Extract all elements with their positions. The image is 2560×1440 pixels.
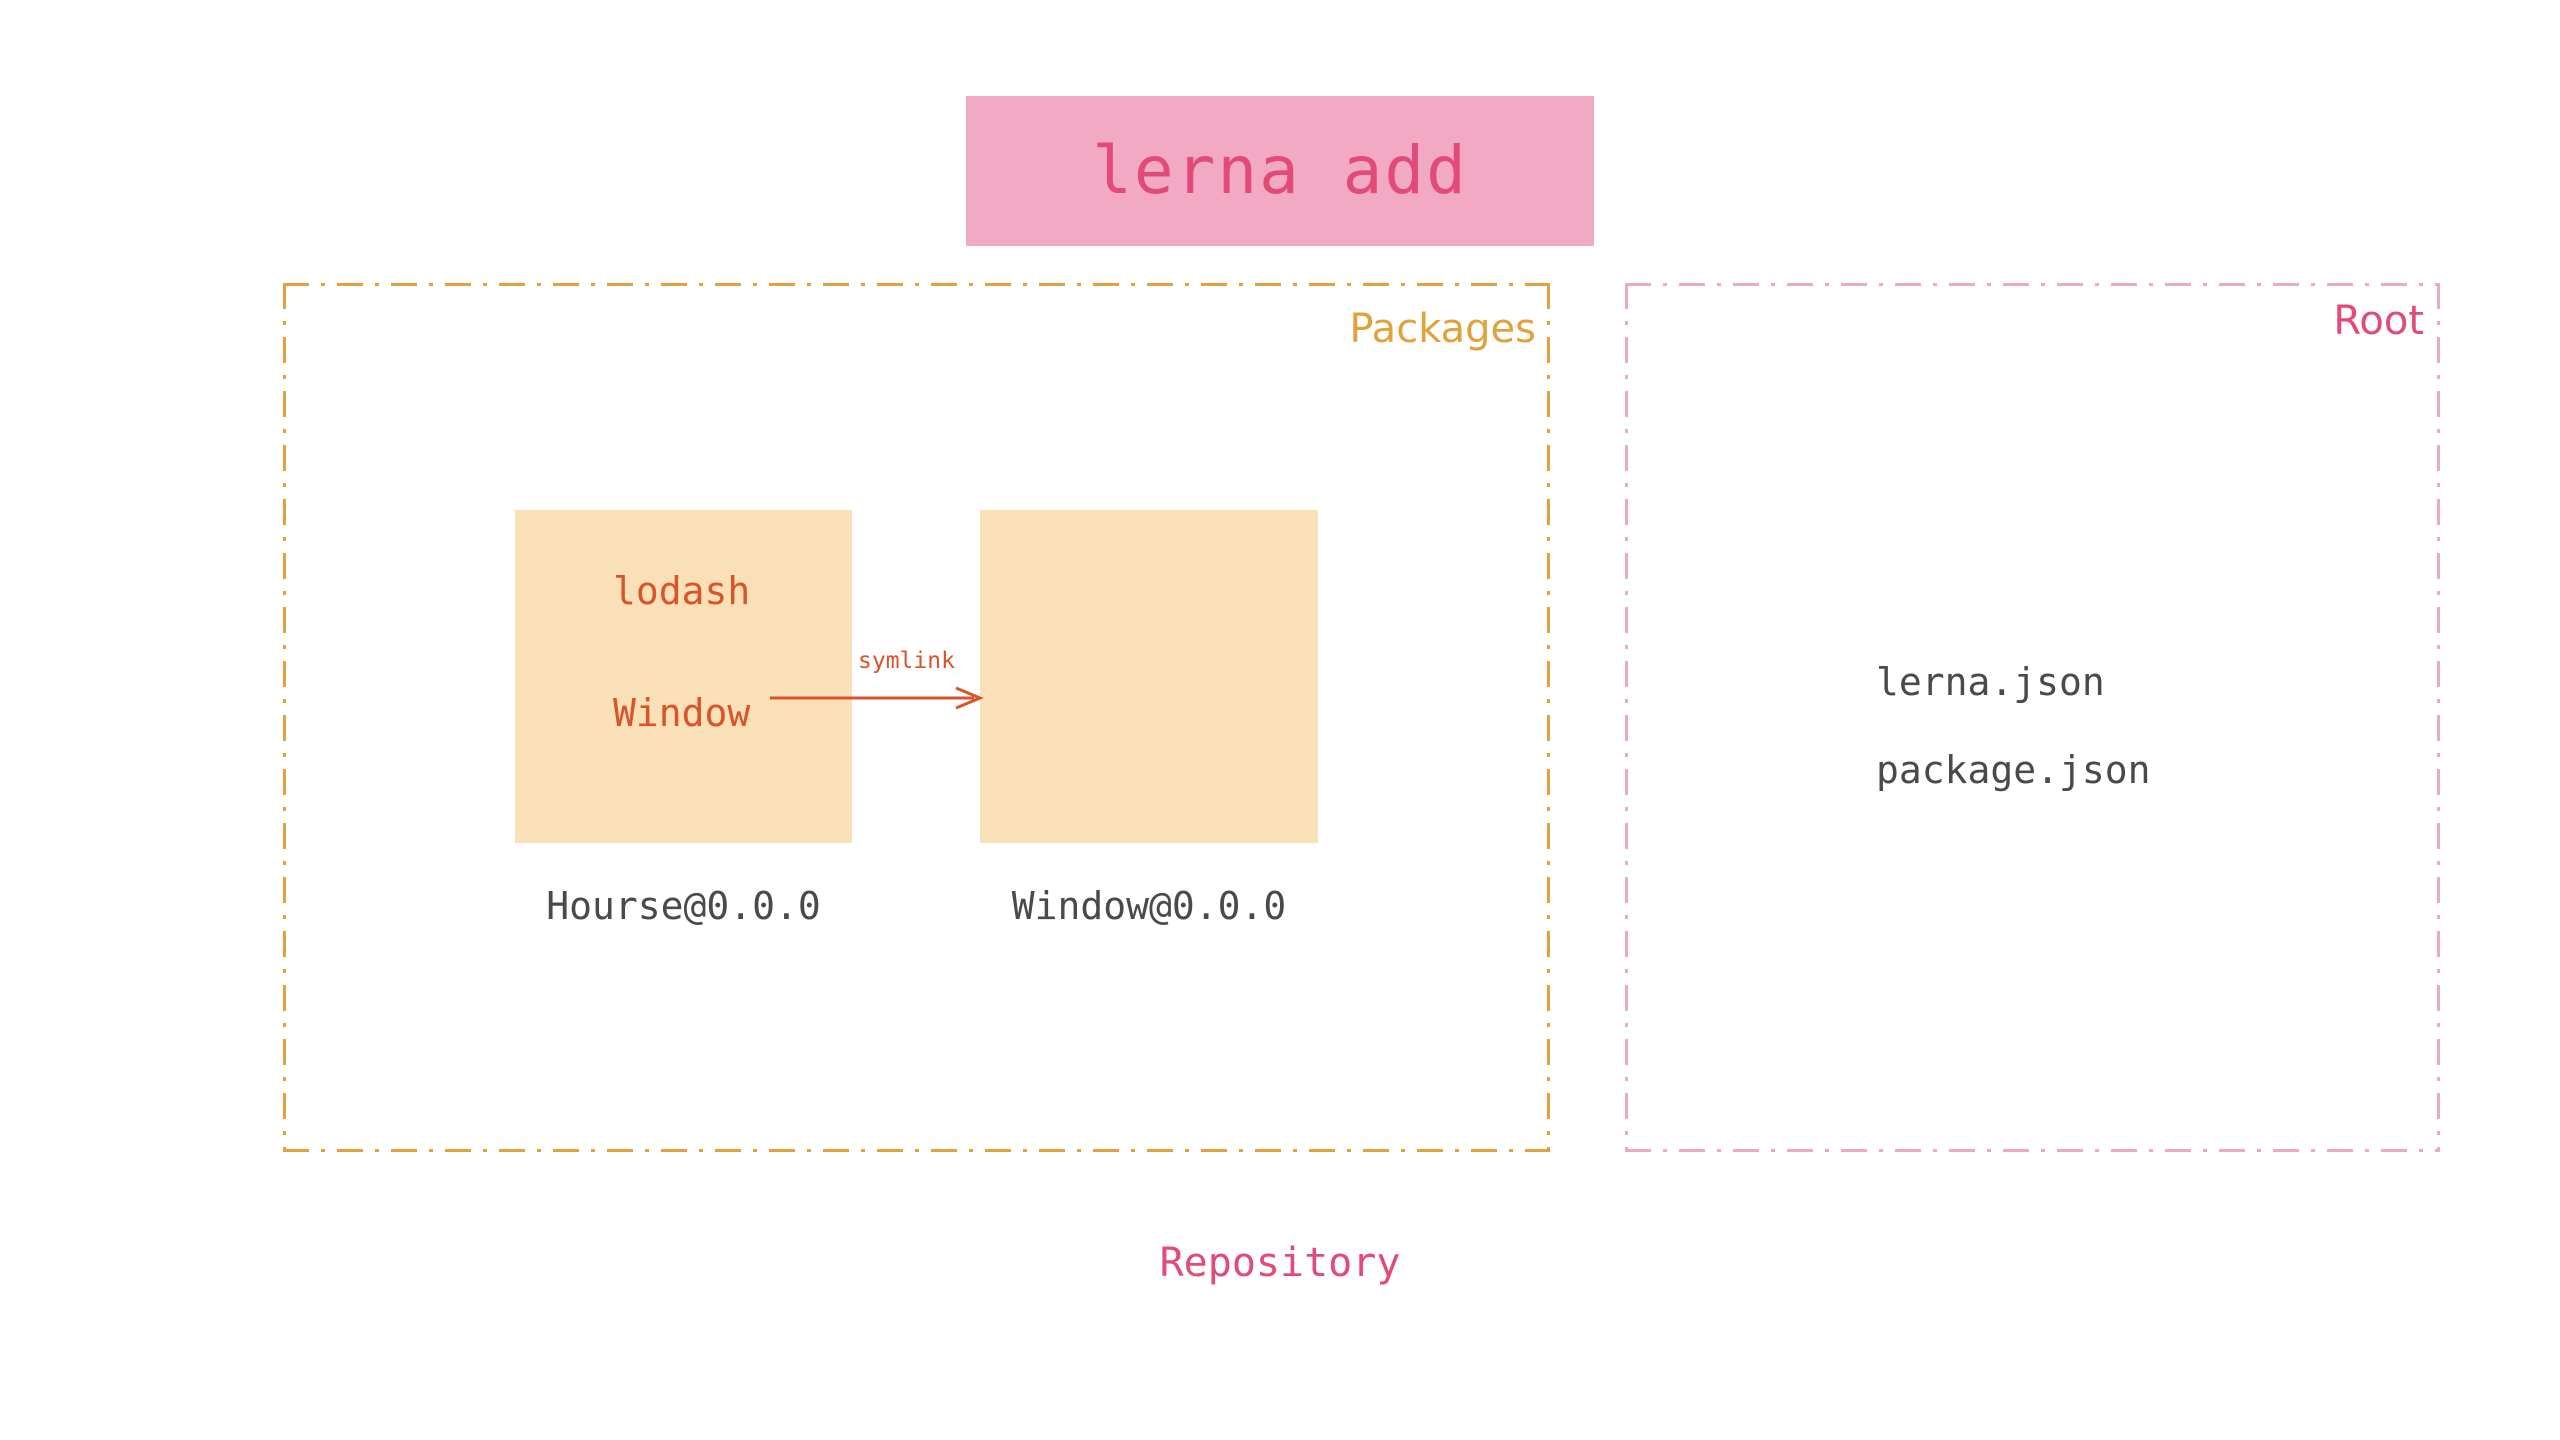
package-caption-hourse: Hourse@0.0.0 bbox=[546, 884, 821, 928]
dependency-label: Window bbox=[613, 691, 751, 735]
root-zone: Root bbox=[1625, 283, 2440, 1152]
packages-zone-border-left bbox=[283, 283, 286, 1152]
symlink-arrow-icon bbox=[770, 686, 984, 710]
root-file-package-json: package.json bbox=[1876, 748, 2151, 792]
root-file-lerna-json: lerna.json bbox=[1876, 660, 2105, 704]
repository-label: Repository bbox=[1159, 1240, 1401, 1286]
symlink-label: symlink bbox=[858, 648, 955, 674]
title-banner: lerna add bbox=[966, 96, 1594, 246]
root-zone-border-left bbox=[1625, 283, 1628, 1152]
package-caption-window: Window@0.0.0 bbox=[1011, 884, 1287, 928]
root-zone-label: Root bbox=[2333, 298, 2424, 344]
package-card-hourse: lodash Window bbox=[515, 510, 852, 843]
packages-zone-border-right bbox=[1547, 283, 1550, 1152]
package-card-window bbox=[980, 510, 1318, 843]
packages-zone-border-top bbox=[283, 283, 1550, 286]
symlink-arrow bbox=[770, 648, 1000, 748]
packages-zone-label: Packages bbox=[1349, 306, 1536, 352]
dependency-label: lodash bbox=[613, 569, 751, 613]
root-zone-border-top bbox=[1625, 283, 2440, 286]
root-zone-border-right bbox=[2437, 283, 2440, 1152]
page-title: lerna add bbox=[1092, 132, 1468, 209]
root-zone-border-bottom bbox=[1625, 1149, 2440, 1152]
packages-zone-border-bottom bbox=[283, 1149, 1550, 1152]
packages-zone: Packages bbox=[283, 283, 1550, 1152]
